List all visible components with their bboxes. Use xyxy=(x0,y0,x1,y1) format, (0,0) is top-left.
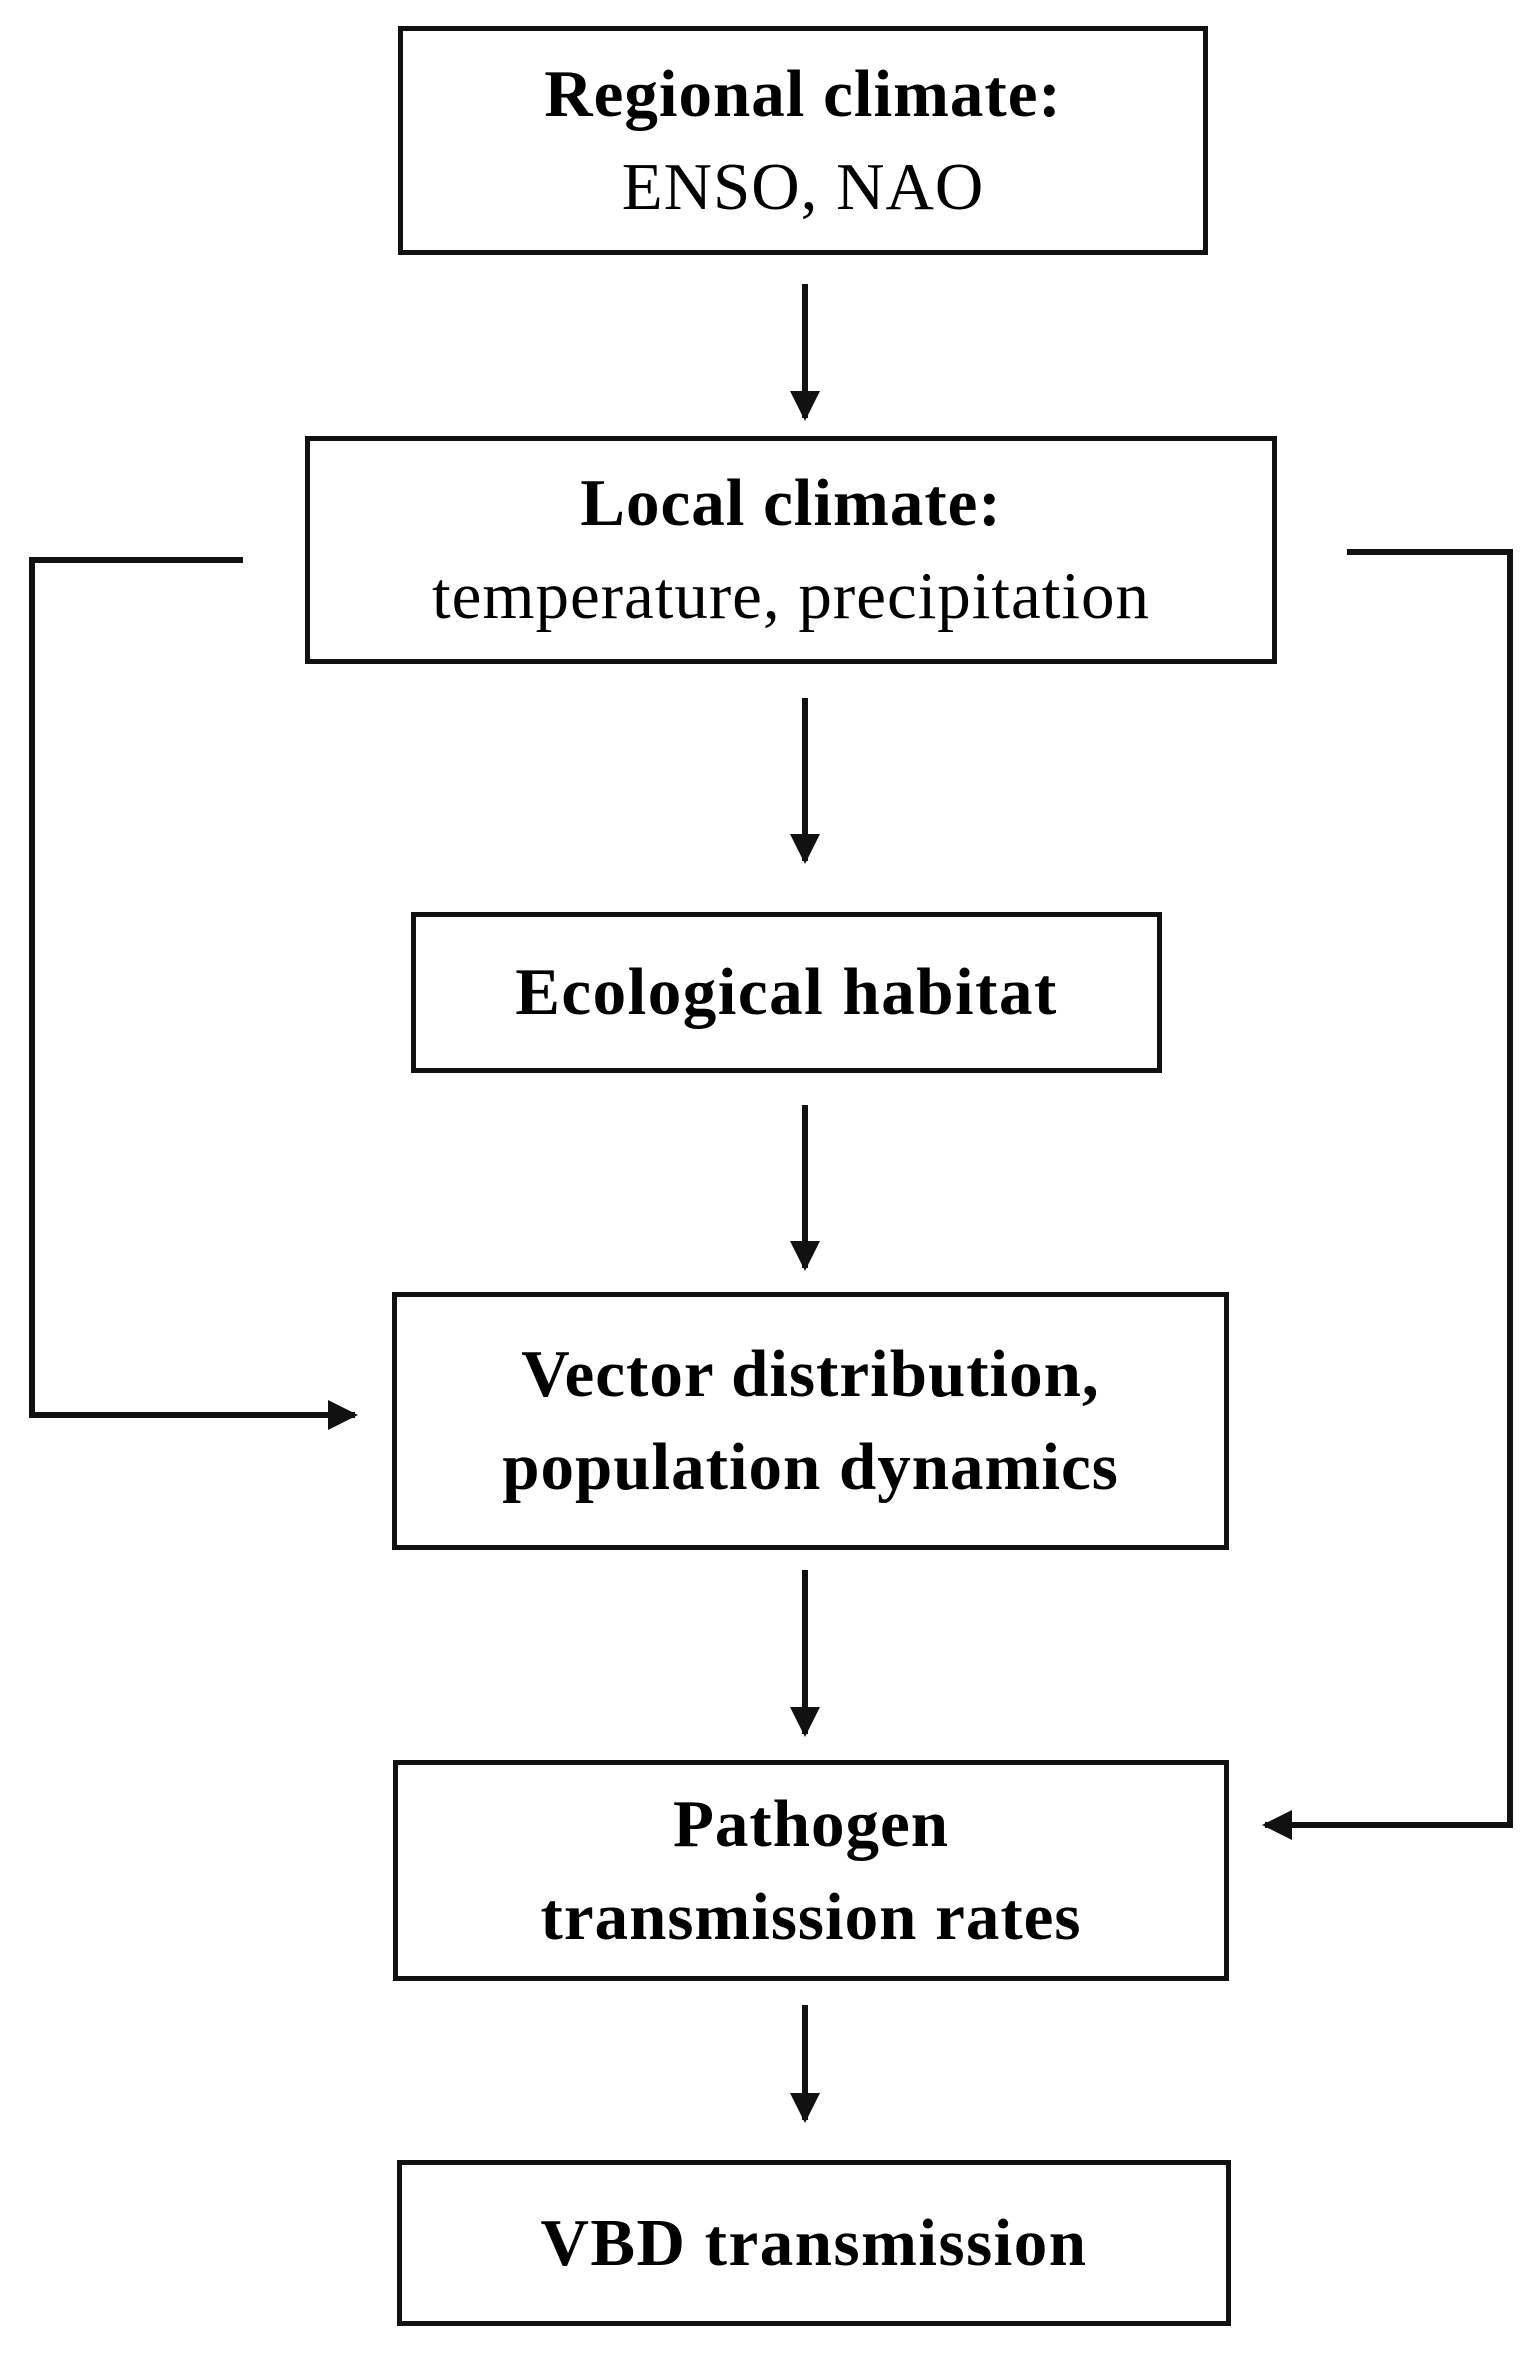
local-climate-title: Local climate: xyxy=(580,466,1002,540)
vbd-transmission-box: VBD transmission xyxy=(397,2160,1231,2326)
pathogen-transmission-line1: Pathogen xyxy=(673,1786,949,1861)
ecological-habitat-title: Ecological habitat xyxy=(515,955,1058,1029)
local-climate-box: Local climate: temperature, precipitatio… xyxy=(305,436,1277,664)
vector-distribution-box: Vector distribution, population dynamics xyxy=(392,1292,1229,1550)
arrow-local-to-pathogen-bypass xyxy=(1262,549,1513,1840)
regional-climate-title: Regional climate: xyxy=(544,56,1062,131)
vbd-transmission-title: VBD transmission xyxy=(540,2205,1088,2280)
vector-distribution-line1: Vector distribution, xyxy=(521,1337,1100,1411)
local-climate-subtitle: temperature, precipitation xyxy=(431,559,1151,633)
pathogen-transmission-box: Pathogen transmission rates xyxy=(393,1760,1229,1981)
arrow-local-to-vector-bypass xyxy=(29,557,358,1430)
pathogen-transmission-line2: transmission rates xyxy=(540,1879,1082,1954)
regional-climate-subtitle: ENSO, NAO xyxy=(621,149,985,224)
vector-distribution-line2: population dynamics xyxy=(502,1430,1119,1504)
regional-climate-box: Regional climate: ENSO, NAO xyxy=(398,26,1208,255)
ecological-habitat-box: Ecological habitat xyxy=(411,912,1162,1073)
